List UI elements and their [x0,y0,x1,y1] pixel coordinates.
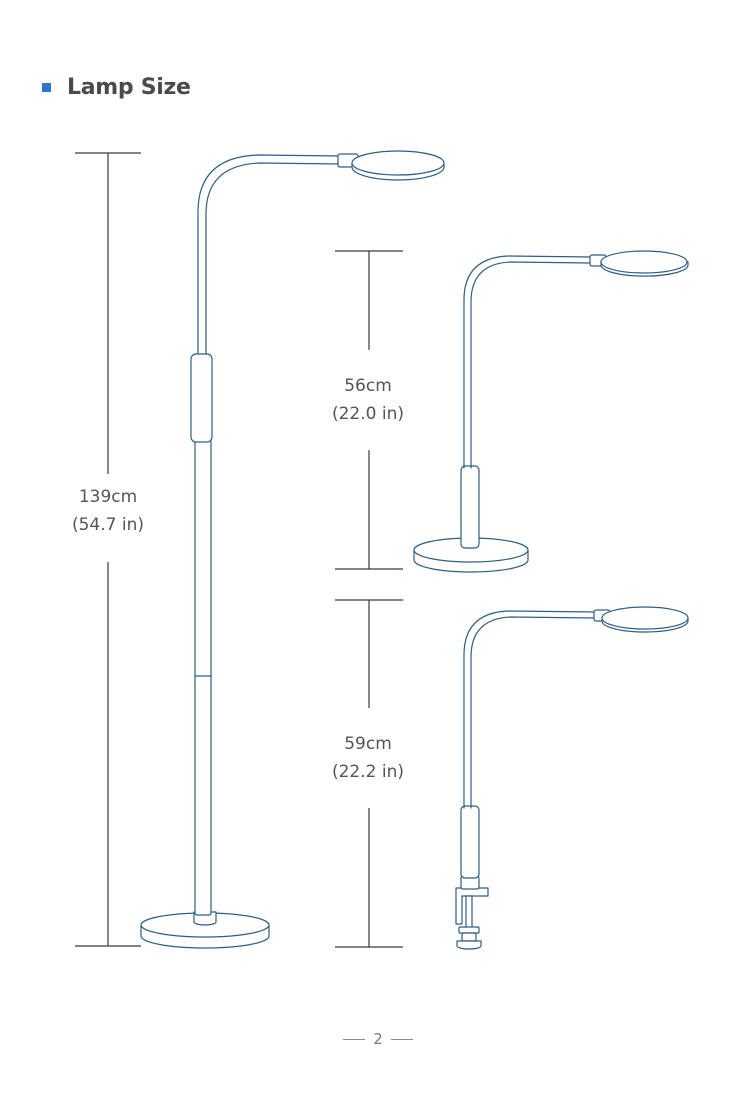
desk-lamp-icon [414,251,688,572]
floor-lamp-dimension-line [75,153,141,946]
clamp-lamp-height-imperial: (22.2 in) [318,758,418,786]
clamp-lamp-height-label: 59cm (22.2 in) [318,730,418,786]
page-number-left-dash [343,1039,365,1040]
page-number-value: 2 [373,1030,383,1048]
floor-lamp-height-metric: 139cm [58,483,158,511]
floor-lamp-height-label: 139cm (54.7 in) [58,483,158,539]
floor-lamp-height-imperial: (54.7 in) [58,511,158,539]
clamp-lamp-height-metric: 59cm [318,730,418,758]
desk-lamp-height-metric: 56cm [318,372,418,400]
desk-lamp-height-imperial: (22.0 in) [318,400,418,428]
clamp-lamp-icon [456,607,688,949]
desk-lamp-height-label: 56cm (22.0 in) [318,372,418,428]
page-number-right-dash [391,1039,413,1040]
floor-lamp-icon [141,151,444,948]
page-number: 2 [0,1030,756,1048]
